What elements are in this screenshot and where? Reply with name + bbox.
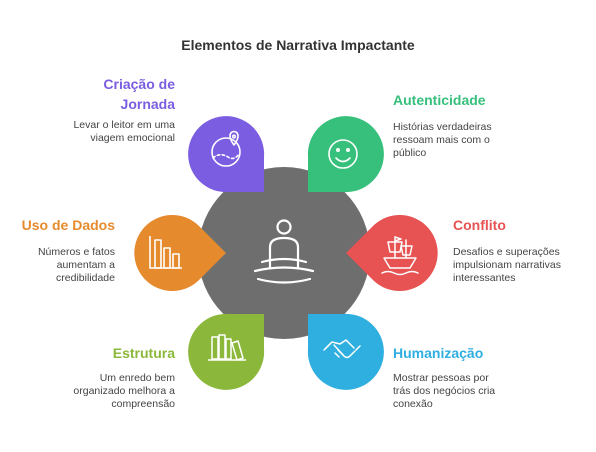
desc-text: Histórias verdadeiras ressoam mais com o… (393, 121, 492, 159)
label-text: Humanização (393, 345, 484, 361)
diagram-title: Elementos de Narrativa Impactante (181, 37, 415, 53)
label-estrutura: Estrutura (40, 343, 175, 363)
label-text: Uso de Dados (21, 217, 115, 233)
drop-criacao-jornada (188, 116, 265, 193)
smile-icon (328, 139, 358, 169)
central-hub (198, 167, 370, 339)
drop-autenticidade (307, 116, 384, 193)
desc-estrutura: Um enredo bem organizado melhora a compr… (30, 372, 175, 411)
drop-humanizacao (307, 313, 384, 390)
bar-chart-icon (149, 236, 182, 269)
label-conflito: Conflito (453, 215, 583, 235)
desc-text: Levar o leitor em uma viagem emocional (73, 119, 175, 144)
ship-icon (381, 236, 419, 276)
desc-conflito: Desafios e superações impulsionam narrat… (453, 246, 593, 285)
label-uso-de-dados: Uso de Dados (10, 215, 115, 235)
desc-humanizacao: Mostrar pessoas por trás dos negócios cr… (393, 372, 553, 411)
desc-text: Um enredo bem organizado melhora a compr… (73, 372, 175, 410)
label-text: Criação de Jornada (103, 76, 175, 112)
meditation-person-icon (253, 219, 315, 284)
label-criacao-jornada: Criação de Jornada (40, 74, 175, 114)
desc-autenticidade: Histórias verdadeiras ressoam mais com o… (393, 121, 553, 160)
label-text: Autenticidade (393, 92, 486, 108)
desc-uso-de-dados: Números e fatos aumentam a credibilidade (10, 246, 115, 285)
handshake-icon (323, 339, 361, 359)
label-humanizacao: Humanização (393, 343, 573, 363)
label-text: Estrutura (112, 345, 175, 361)
desc-text: Desafios e superações impulsionam narrat… (453, 246, 561, 284)
books-icon (208, 334, 246, 361)
map-pin-icon (211, 130, 241, 167)
drop-uso-de-dados (134, 215, 226, 291)
desc-criacao-jornada: Levar o leitor em uma viagem emocional (30, 119, 175, 145)
label-text: Conflito (453, 217, 506, 233)
label-autenticidade: Autenticidade (393, 90, 573, 110)
desc-text: Mostrar pessoas por trás dos negócios cr… (393, 372, 496, 410)
desc-text: Números e fatos aumentam a credibilidade (37, 246, 115, 284)
